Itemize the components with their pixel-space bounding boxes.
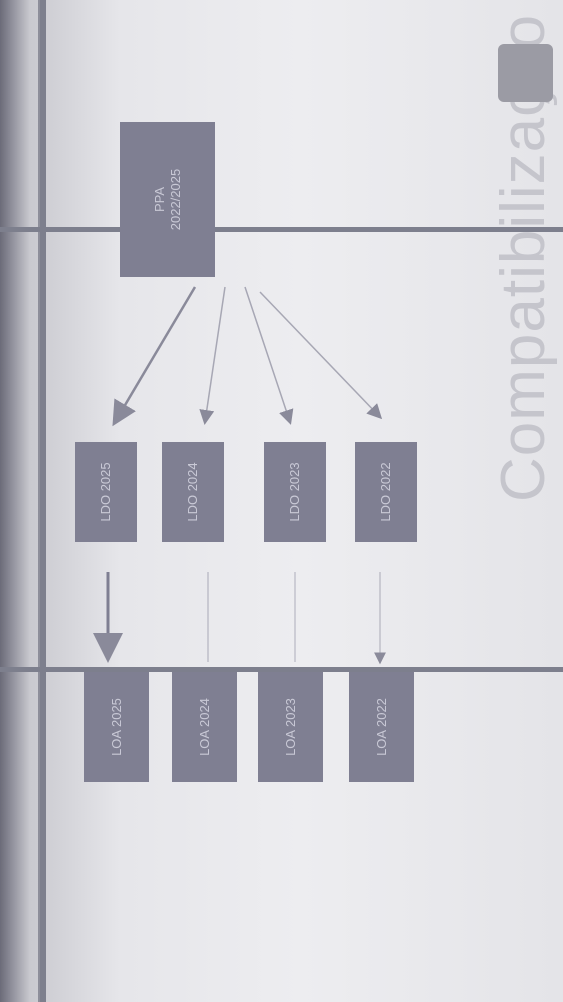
- ldo-label: LDO 2024: [185, 462, 200, 522]
- loa-box-2025: LOA 2025: [84, 672, 149, 782]
- arrow-ppa-to-ldo-2025: [112, 286, 197, 427]
- arrow-ppa-to-ldo-2023: [244, 286, 294, 425]
- loa-label: LOA 2025: [108, 698, 124, 756]
- ldo-box-2022: LDO 2022: [355, 442, 417, 542]
- loa-box-2023: LOA 2023: [258, 672, 323, 782]
- ldo-box-2023: LDO 2023: [264, 442, 326, 542]
- ldo-label: LDO 2023: [287, 462, 302, 522]
- arrow-ppa-to-ldo-2022: [259, 291, 383, 420]
- ldo-label: LDO 2022: [378, 462, 393, 522]
- arrow-ppa-to-ldo-2024: [199, 286, 226, 425]
- loa-label: LOA 2023: [282, 698, 298, 756]
- ppa-label: PPA: [151, 186, 167, 213]
- loa-box-2022: LOA 2022: [349, 672, 414, 782]
- loa-label: LOA 2024: [196, 698, 212, 756]
- ldo-box-2025: LDO 2025: [75, 442, 137, 542]
- ppa-box: PPA 2022/2025: [120, 122, 215, 277]
- logo-seal-icon: [498, 44, 553, 102]
- ppa-period: 2022/2025: [167, 168, 183, 231]
- loa-box-2024: LOA 2024: [172, 672, 237, 782]
- loa-label: LOA 2022: [373, 698, 389, 756]
- ldo-label: LDO 2025: [98, 462, 113, 522]
- ldo-box-2024: LDO 2024: [162, 442, 224, 542]
